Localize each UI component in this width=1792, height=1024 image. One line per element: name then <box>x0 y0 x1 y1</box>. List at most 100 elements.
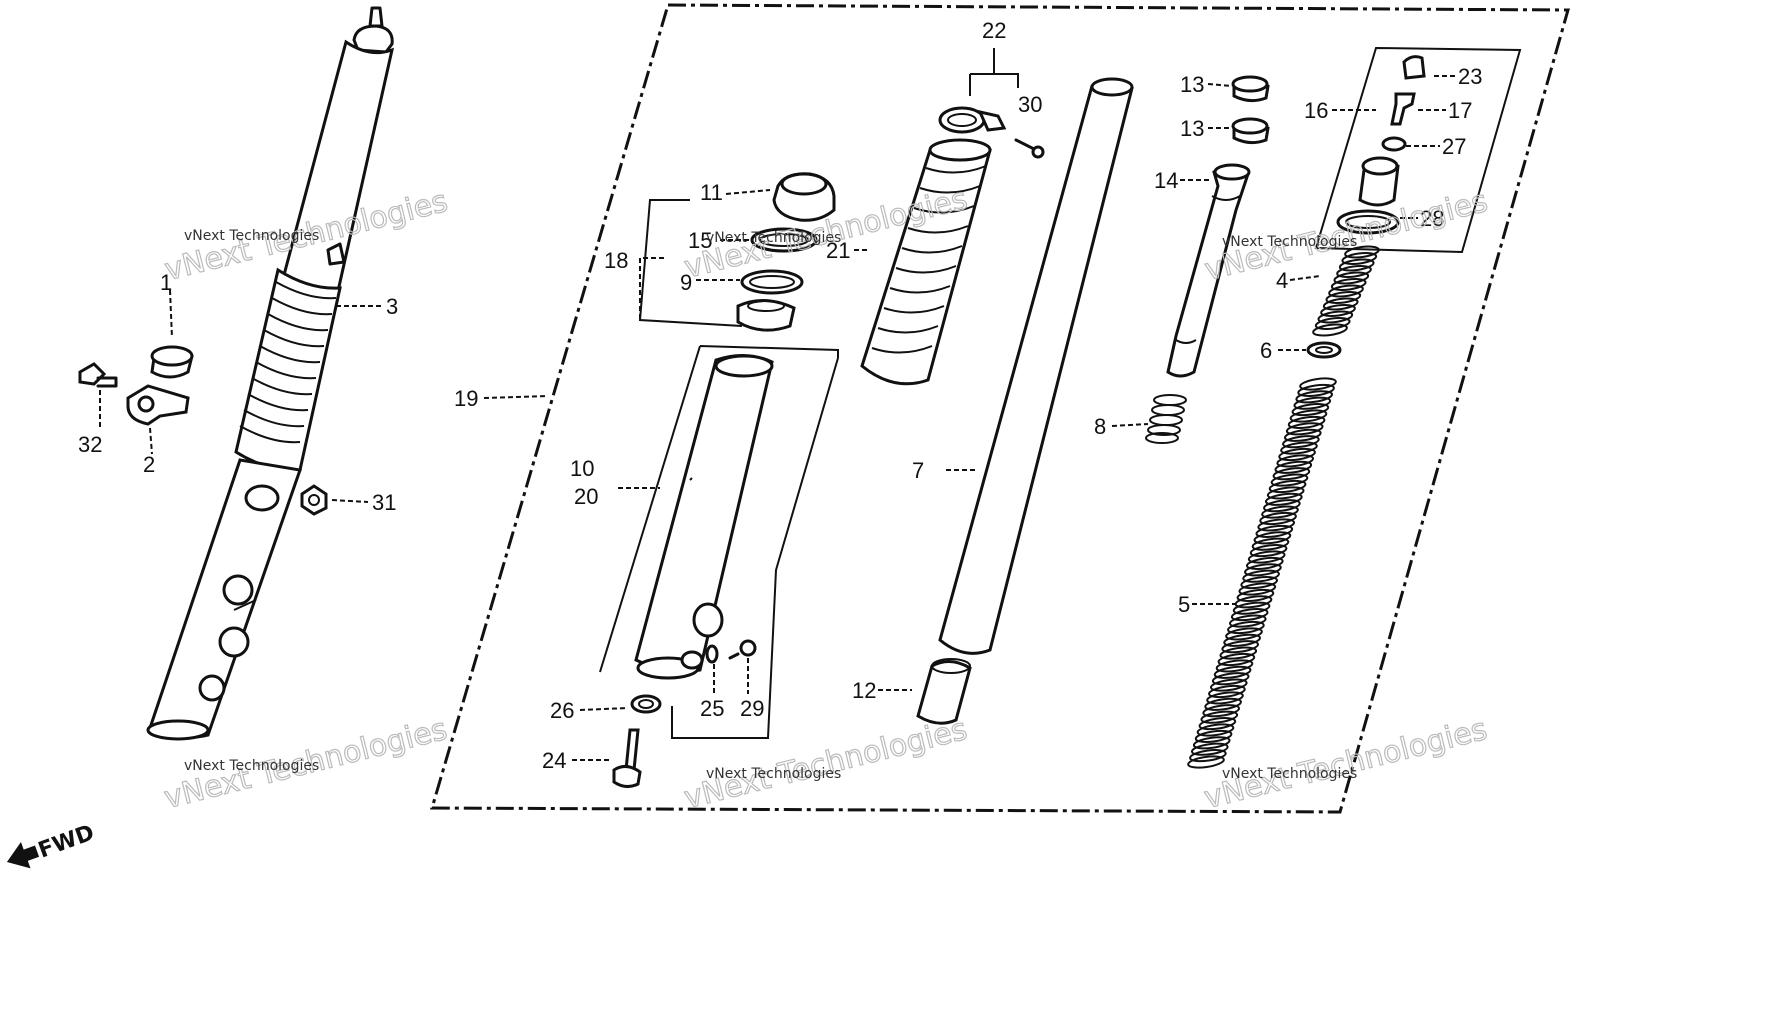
part-4-spring-short <box>1312 245 1380 337</box>
callout-24: 24 <box>542 748 566 773</box>
spring-coil <box>1261 505 1299 519</box>
spring-coil <box>1264 492 1303 506</box>
part-32-bolt <box>78 362 118 388</box>
svg-text:vNext Technologies: vNext Technologies <box>1222 234 1357 250</box>
part-8-rebound-spring <box>1145 394 1187 444</box>
callout-10: 10 <box>570 456 594 481</box>
spring-coil <box>1297 383 1335 397</box>
part-24-bolt <box>612 728 642 789</box>
spring-coil <box>1202 704 1241 718</box>
callout-26: 26 <box>550 698 574 723</box>
callout-28: 28 <box>1420 206 1444 231</box>
callout-23: 23 <box>1458 64 1482 89</box>
fwd-direction-indicator: FWD <box>6 820 98 869</box>
part-12-bushing <box>916 658 972 725</box>
spring-coil <box>1187 755 1225 769</box>
callout-11: 11 <box>700 180 723 205</box>
part-13-cap-lower <box>1231 117 1270 145</box>
spring-coil <box>1274 460 1313 474</box>
spring-coil <box>1189 749 1227 763</box>
spring-coil <box>1280 441 1318 455</box>
callout-15: 15 <box>688 228 712 253</box>
spring-coil <box>1242 569 1280 583</box>
spring-coil <box>1338 258 1375 272</box>
spring-coil <box>1223 633 1261 647</box>
callout-29: 29 <box>740 696 764 721</box>
callout-22: 22 <box>982 18 1006 43</box>
spring-coil <box>1282 435 1320 449</box>
leader-lines <box>99 75 1456 761</box>
callout-16: 16 <box>1304 98 1328 123</box>
spring-coil <box>1270 473 1309 487</box>
callout-12: 12 <box>852 678 876 703</box>
part-26-washer <box>630 694 662 714</box>
callout-5: 5 <box>1178 592 1190 617</box>
spring-coil <box>1272 467 1311 481</box>
spring-coil <box>1285 422 1324 436</box>
part-23-cap <box>1402 55 1426 80</box>
watermarks: vNext Technologies vNext Technologies vN… <box>160 181 1491 817</box>
spring-coil <box>1341 252 1378 265</box>
spring-coil <box>1221 640 1260 654</box>
spring-coil <box>1198 717 1237 731</box>
spring-coil <box>1211 672 1250 686</box>
spring-coil <box>1278 447 1316 462</box>
spring-coil <box>1194 729 1233 743</box>
svg-text:vNext Technologies: vNext Technologies <box>184 758 319 774</box>
spring-coil <box>1322 297 1359 311</box>
spring-coil <box>1287 415 1326 429</box>
spring-coil <box>1196 723 1235 737</box>
part-17-valve <box>1390 92 1416 126</box>
spring-coil <box>1244 563 1282 577</box>
part-25-washer <box>705 644 719 664</box>
spring-coil <box>1208 684 1246 699</box>
callout-30: 30 <box>1018 92 1042 117</box>
spring-coil <box>1249 544 1288 558</box>
part-7-inner-tube <box>938 77 1134 655</box>
spring-coil <box>1240 576 1279 590</box>
spring-coil <box>1230 608 1269 622</box>
spring-coil <box>1190 742 1229 756</box>
callout-18: 18 <box>604 248 628 273</box>
spring-coil <box>1268 479 1307 494</box>
spring-coil <box>1312 323 1348 337</box>
spring-coil <box>1257 518 1296 532</box>
spring-coil <box>1204 697 1242 711</box>
assembly-frame-19 <box>429 3 1570 814</box>
spring-coil <box>1215 659 1254 673</box>
svg-text:vNext Technologies: vNext Technologies <box>706 766 841 782</box>
svg-text:vNext Technologies: vNext Technologies <box>184 228 319 244</box>
spring-coil <box>1291 403 1330 417</box>
callout-14: 14 <box>1154 168 1178 193</box>
spring-coil <box>1251 537 1290 551</box>
part-1-ring <box>150 345 194 379</box>
part-30-screw <box>1014 138 1045 159</box>
part-14-damper-rod <box>1166 163 1251 378</box>
spring-coil <box>1314 317 1351 330</box>
callout-6: 6 <box>1260 338 1272 363</box>
spring-coil <box>1320 304 1356 317</box>
callout-2: 2 <box>143 452 155 477</box>
part-21-boot <box>860 138 992 386</box>
callout-9: 9 <box>680 270 692 295</box>
spring-coil <box>1209 678 1248 692</box>
part-5-fork-spring <box>1187 377 1337 769</box>
part-20-outer-slider <box>599 345 839 739</box>
spring-coil <box>1328 284 1364 298</box>
spring-coil <box>1283 428 1322 442</box>
seal-group-18 <box>638 172 836 332</box>
part-13-cap-upper <box>1231 75 1270 103</box>
spring-coil <box>1225 627 1263 641</box>
callout-21: 21 <box>826 238 850 263</box>
part-6-washer <box>1306 341 1342 359</box>
spring-coil <box>1266 486 1305 500</box>
spring-coil <box>1317 310 1354 324</box>
spring-coil <box>1336 265 1372 278</box>
callout-1: 1 <box>160 270 172 295</box>
spring-coil <box>1330 278 1367 291</box>
spring-coil <box>1234 595 1273 609</box>
callout-19: 19 <box>454 386 478 411</box>
callout-32: 32 <box>78 432 102 457</box>
spring-coil <box>1227 620 1265 635</box>
